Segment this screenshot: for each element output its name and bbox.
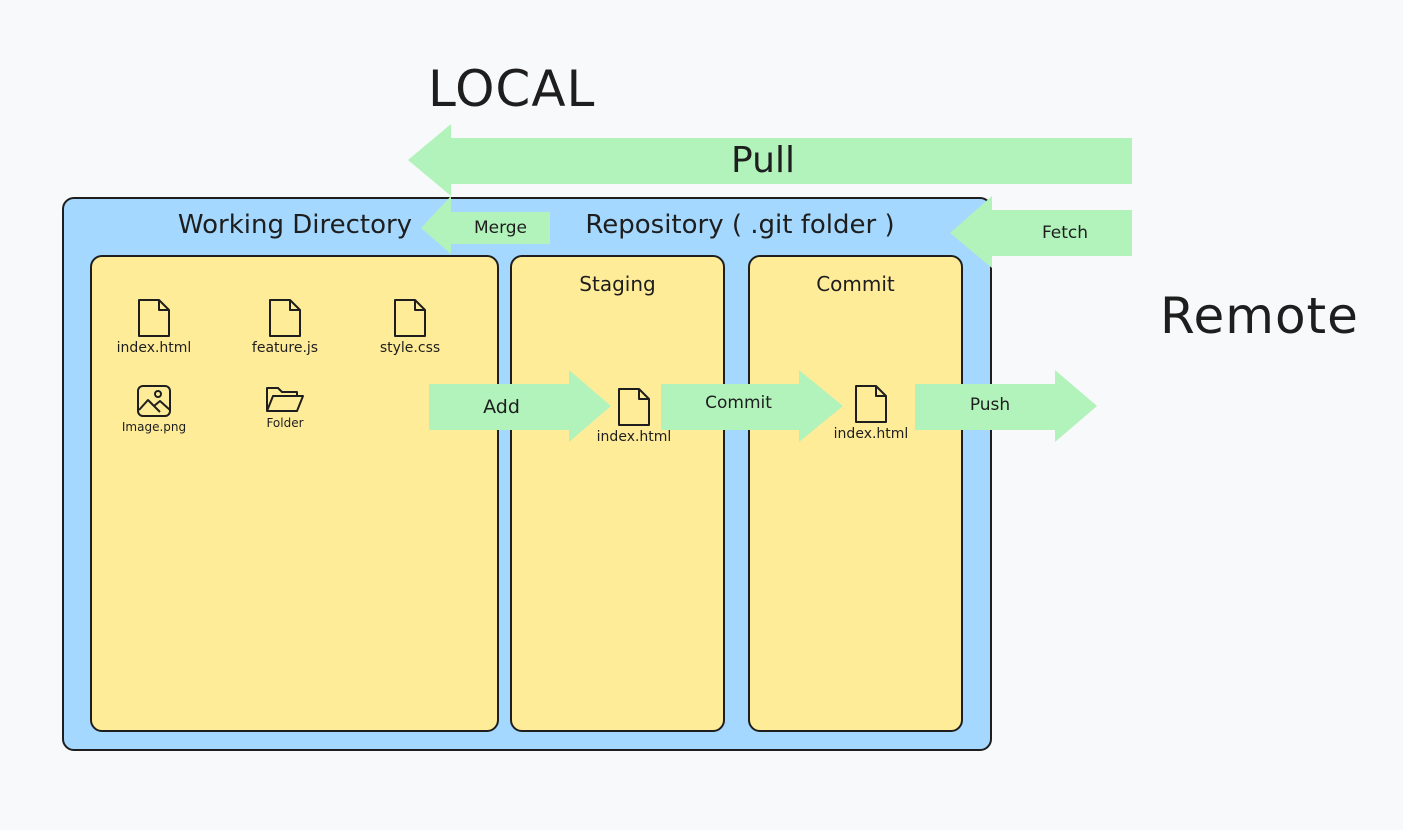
add-arrow-shape [429,370,611,442]
working-directory-title: Working Directory [177,210,413,240]
remote-label: Remote [1160,287,1359,345]
merge-arrow-shape [421,196,550,254]
file-name: Folder [266,416,304,430]
add-label: Add [483,396,520,418]
commit-label: Commit [705,393,772,413]
staging-title: Staging [579,272,656,296]
merge-arrow: Merge [421,196,550,254]
fetch-arrow: Fetch [950,196,1132,268]
staged-file[interactable]: index.html [589,387,679,445]
merge-label: Merge [473,218,528,238]
file-icon [855,385,887,423]
image-icon [137,385,171,417]
push-arrow: Push [915,370,1097,442]
file-item[interactable]: Image.png [109,384,199,434]
fetch-label: Fetch [1041,223,1089,243]
commit-arrow-shape [661,370,843,442]
pull-arrow: Pull [408,124,1132,196]
fetch-arrow-shape [950,196,1132,268]
file-item[interactable]: index.html [109,298,199,356]
file-icon [618,388,650,426]
commit-area-title: Commit [816,272,895,296]
add-arrow: Add [429,370,611,442]
file-name: style.css [379,340,441,356]
pull-label: Pull [731,139,795,181]
working-directory-panel [90,255,499,732]
file-icon [394,299,426,337]
push-label: Push [969,395,1011,415]
file-name: index.html [116,340,192,356]
file-name: feature.js [251,340,319,356]
local-label: LOCAL [428,60,596,118]
staging-panel [510,255,725,732]
file-name: Image.png [121,420,187,434]
pull-arrow-shape [408,124,1132,196]
push-arrow-shape [915,370,1097,442]
file-name: index.html [833,426,909,442]
file-name: index.html [596,429,672,445]
folder-icon [266,387,304,412]
committed-file[interactable]: index.html [826,384,916,442]
file-icon [269,299,301,337]
file-item[interactable]: Folder [240,384,330,430]
commit-arrow: Commit [661,370,843,442]
repository-title: Repository ( .git folder ) [585,210,895,240]
commit-panel [748,255,963,732]
file-item[interactable]: feature.js [240,298,330,356]
file-icon [138,299,170,337]
file-item[interactable]: style.css [365,298,455,356]
